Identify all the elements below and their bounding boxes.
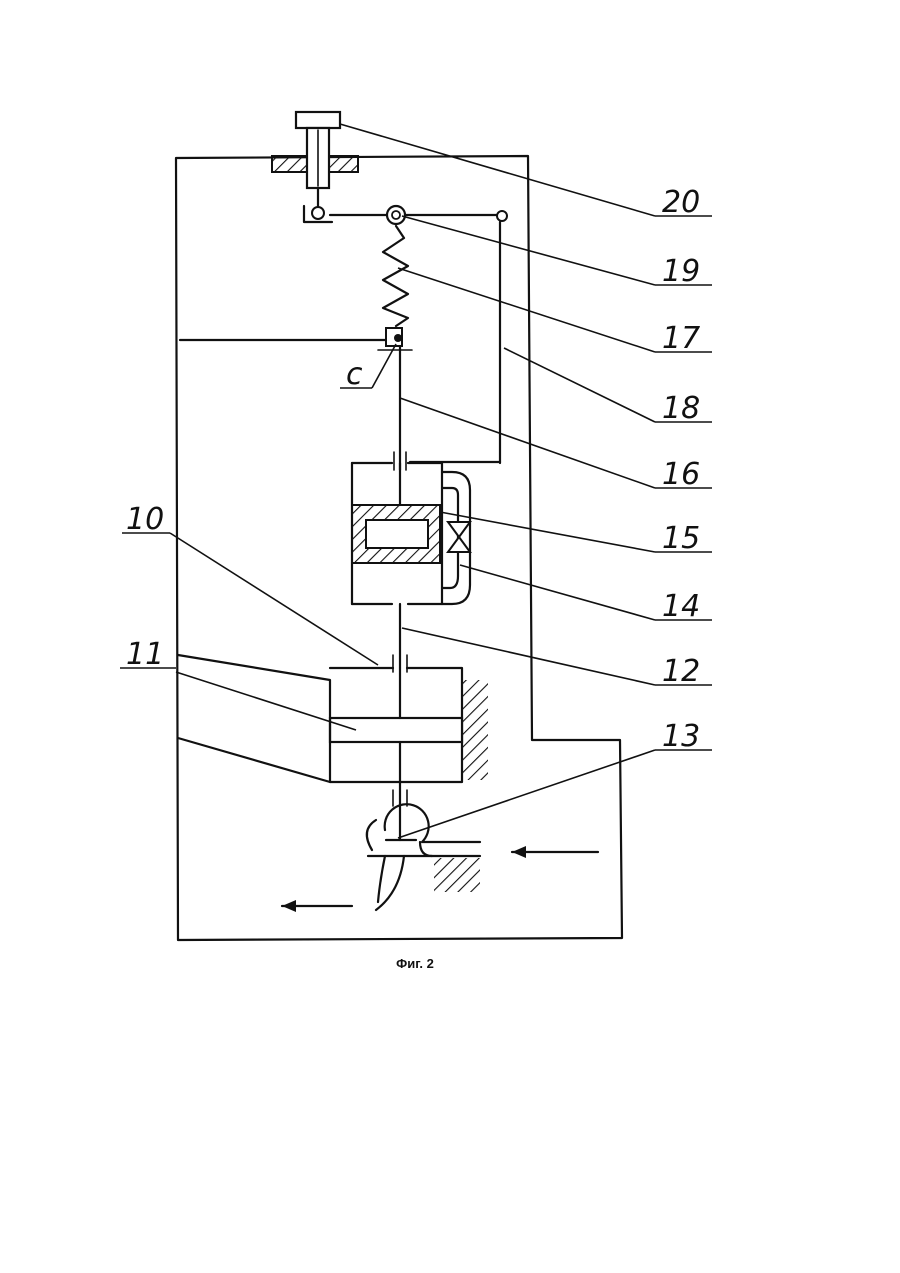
ref-label-c: c	[346, 357, 363, 392]
ref-label-10: 10	[126, 502, 164, 537]
lever-end-pin	[497, 211, 507, 221]
ref-label-13: 13	[662, 719, 700, 754]
ref-label-11: 11	[126, 637, 164, 672]
throttle-valve	[448, 522, 470, 552]
spring	[383, 226, 408, 326]
actuator-piston	[330, 718, 462, 742]
control-valve	[368, 804, 480, 856]
inlet-pipe	[178, 655, 330, 782]
ref-label-14: 14	[662, 589, 700, 624]
ref-label-18: 18	[662, 391, 700, 426]
ref-label-20: 20	[662, 185, 700, 220]
cylinder-wall-hatch	[462, 680, 488, 780]
lever-pivot-inner	[392, 211, 400, 219]
ref-label-17: 17	[662, 321, 700, 356]
ref-label-19: 19	[662, 254, 700, 289]
valve-seat-hatch	[434, 858, 480, 892]
ref-label-16: 16	[662, 457, 700, 492]
ref-label-12: 12	[662, 654, 700, 689]
figure-caption: Фиг. 2	[0, 956, 830, 971]
adjusting-screw-head	[296, 112, 340, 128]
screw-pivot	[312, 207, 324, 219]
ref-label-15: 15	[662, 521, 700, 556]
